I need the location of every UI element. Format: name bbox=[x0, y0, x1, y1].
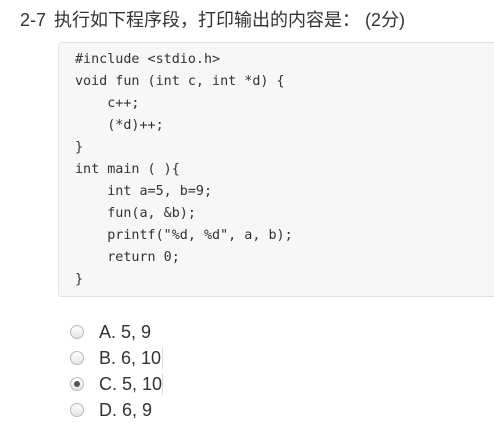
option-a-radio[interactable] bbox=[70, 325, 84, 339]
option-c[interactable]: C. 5, 10 bbox=[70, 371, 163, 397]
question-number: 2-7 bbox=[20, 10, 47, 30]
option-a-value: 5, 9 bbox=[121, 321, 152, 342]
option-a-text[interactable]: A. 5, 9 bbox=[99, 322, 151, 343]
option-c-letter: C. bbox=[99, 373, 117, 394]
option-a[interactable]: A. 5, 9 bbox=[70, 319, 162, 345]
option-b-radio[interactable] bbox=[70, 351, 84, 365]
code-line: printf("%d, %d", a, b); bbox=[75, 228, 293, 243]
option-d[interactable]: D. 6, 9 bbox=[70, 397, 162, 423]
question-header: 2-7 执行如下程序段，打印输出的内容是： (2分) bbox=[20, 8, 405, 32]
code-line: (*d)++; bbox=[75, 118, 164, 133]
code-line: } bbox=[75, 272, 84, 287]
option-divider bbox=[162, 347, 163, 369]
question-prompt: 执行如下程序段，打印输出的内容是： bbox=[54, 10, 361, 30]
option-a-letter: A. bbox=[99, 321, 117, 342]
code-line: int a=5, b=9; bbox=[75, 184, 213, 199]
option-d-letter: D. bbox=[99, 399, 117, 420]
code-line: return 0; bbox=[75, 250, 180, 265]
code-line: int main ( ){ bbox=[75, 162, 180, 177]
answer-options: A. 5, 9 B. 6, 10 C. 5, 10 D. 6, 9 bbox=[70, 319, 163, 423]
code-line: c++; bbox=[75, 96, 140, 111]
option-b[interactable]: B. 6, 10 bbox=[70, 345, 163, 371]
option-c-text[interactable]: C. 5, 10 bbox=[99, 374, 162, 395]
code-line: #include <stdio.h> bbox=[75, 52, 221, 67]
option-b-text[interactable]: B. 6, 10 bbox=[99, 348, 161, 369]
code-line: fun(a, &b); bbox=[75, 206, 196, 221]
option-divider bbox=[162, 373, 163, 395]
option-b-letter: B. bbox=[99, 347, 117, 368]
option-d-radio[interactable] bbox=[70, 403, 84, 417]
option-c-radio[interactable] bbox=[70, 377, 84, 391]
code-line: void fun (int c, int *d) { bbox=[75, 74, 285, 89]
option-c-value: 5, 10 bbox=[122, 373, 163, 394]
option-b-value: 6, 10 bbox=[121, 347, 162, 368]
option-d-value: 6, 9 bbox=[122, 399, 153, 420]
question-points: (2分) bbox=[365, 10, 406, 30]
code-line: } bbox=[75, 140, 84, 155]
option-d-text[interactable]: D. 6, 9 bbox=[99, 400, 152, 421]
radio-selected-dot bbox=[74, 381, 80, 387]
code-block: #include <stdio.h> void fun (int c, int … bbox=[58, 42, 494, 297]
